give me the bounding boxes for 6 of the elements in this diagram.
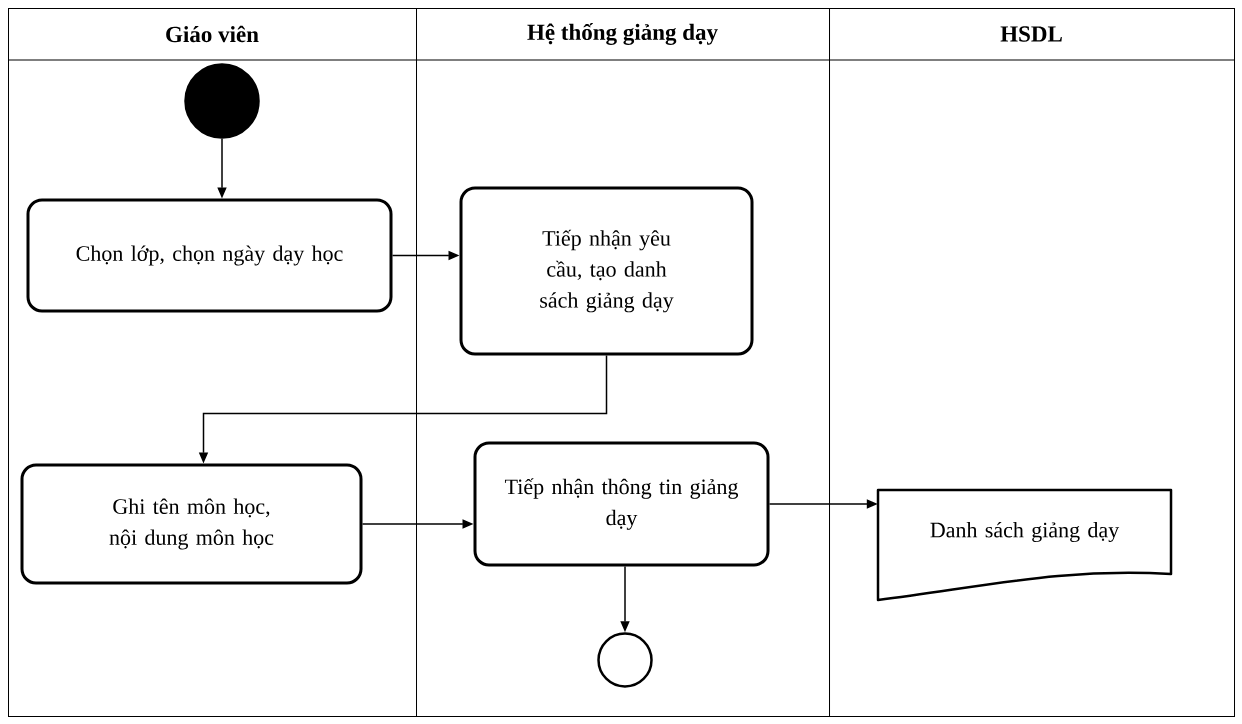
action-box: Chọn lớp, chọn ngày dạy học [26,198,393,313]
action-box: Ghi tên môn học, nội dung môn học [20,463,363,585]
end-node [597,632,653,688]
action-box: Tiếp nhận yêu cầu, tạo danh sách giảng dạy [459,186,754,356]
start-node [184,63,260,139]
action-box: Tiếp nhận thông tin giảng dạy [473,441,770,567]
